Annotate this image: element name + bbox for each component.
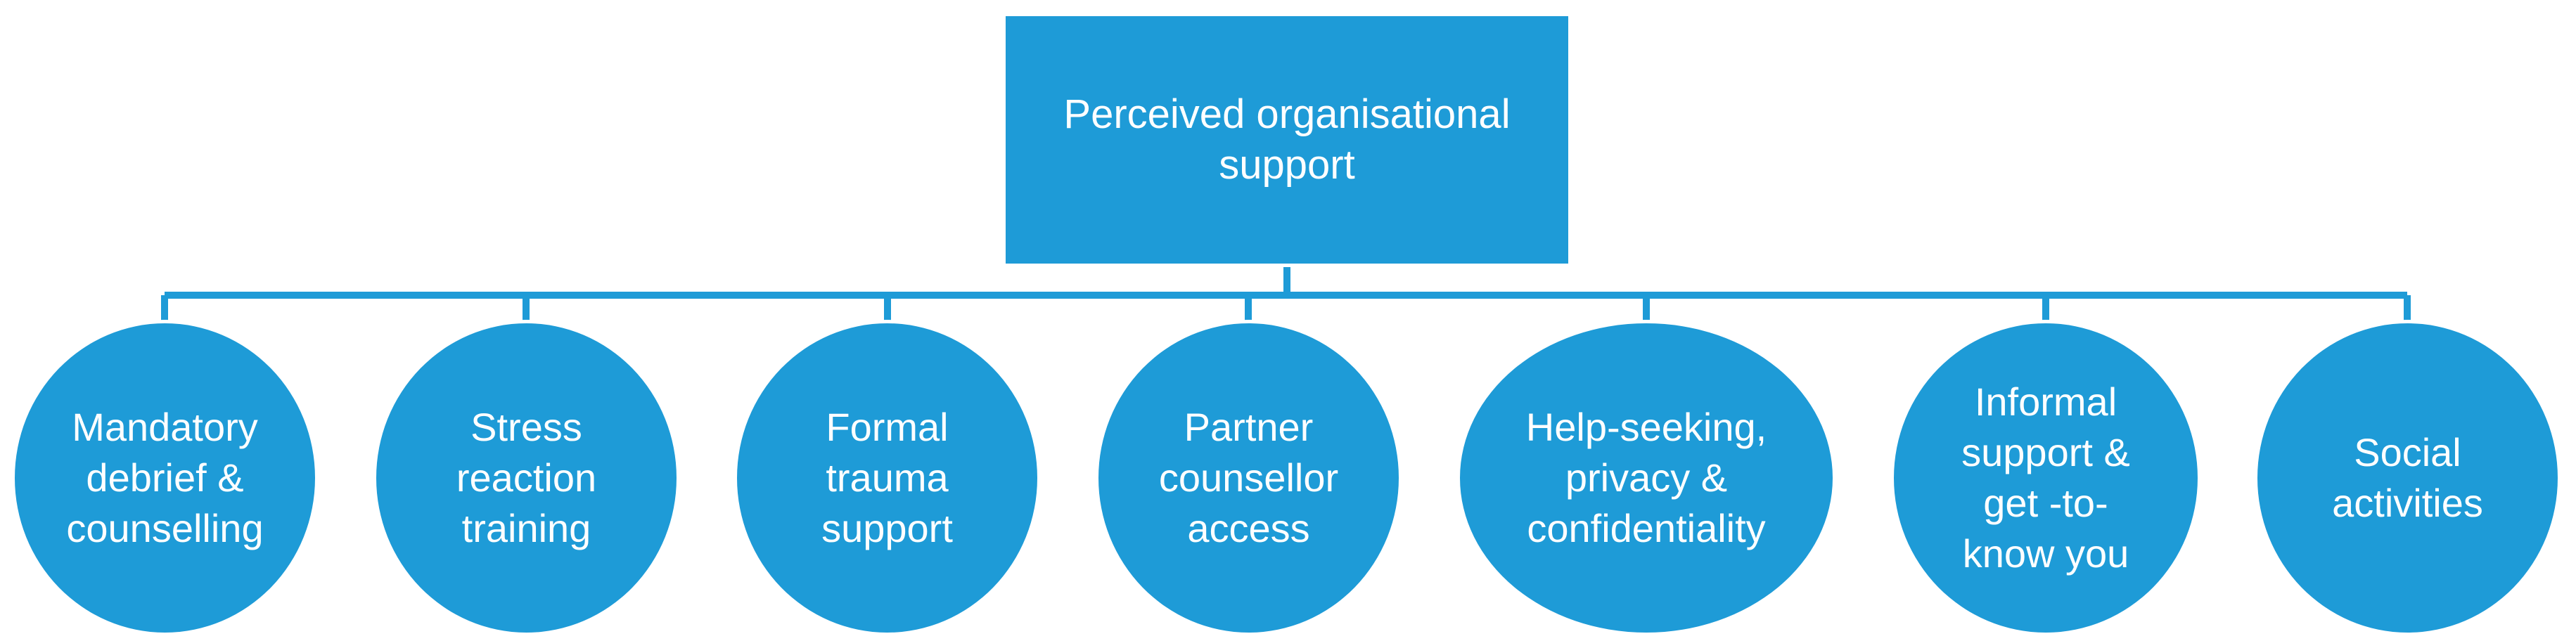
node-social-activities: Social activities (2254, 320, 2561, 636)
node-informal-support: Informal support & get -to- know you (1890, 320, 2201, 636)
root-node-perceived-organisational-support: Perceived organisational support (1002, 13, 1572, 267)
node-label: Informal support & get -to- know you (1961, 380, 2130, 576)
node-partner-counsellor-access: Partner counsellor access (1095, 320, 1402, 636)
node-label: Partner counsellor access (1158, 405, 1339, 550)
root-node-label: Perceived organisational support (1063, 91, 1511, 188)
node-label: Social activities (2332, 430, 2483, 525)
node-stress-reaction-training: Stress reaction training (373, 320, 680, 636)
node-mandatory-debrief: Mandatory debrief & counselling (11, 320, 319, 636)
node-label: Stress reaction training (456, 405, 597, 550)
node-help-seeking-privacy: Help-seeking, privacy & confidentiality (1456, 320, 1836, 636)
node-label: Mandatory debrief & counselling (66, 405, 264, 550)
node-formal-trauma-support: Formal trauma support (733, 320, 1041, 636)
node-label: Help-seeking, privacy & confidentiality (1525, 405, 1767, 550)
node-label: Formal trauma support (821, 405, 953, 550)
